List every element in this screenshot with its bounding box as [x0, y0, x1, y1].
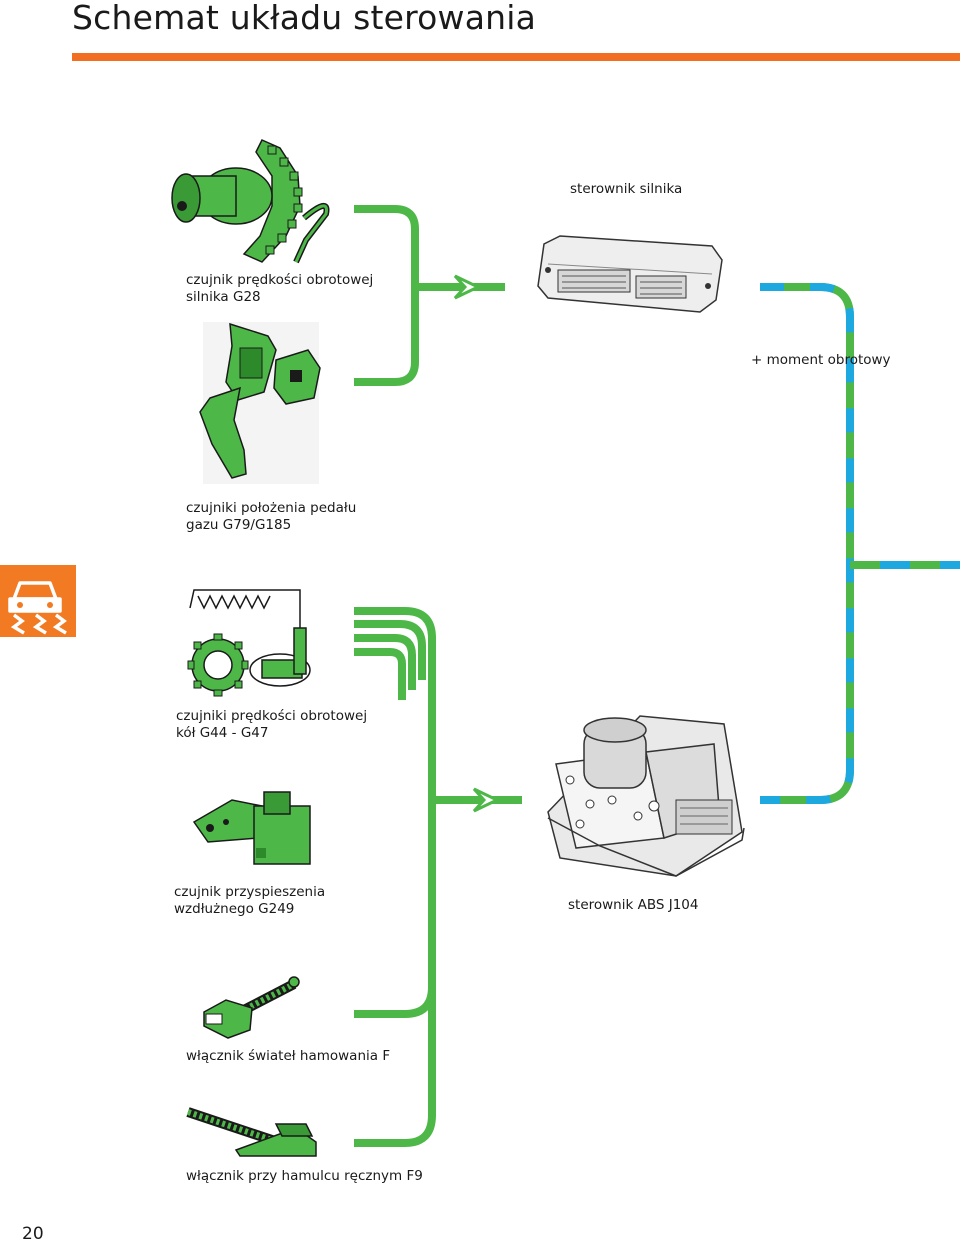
g28-label-line2: silnika G28 [186, 289, 261, 305]
car-skid-warning-icon [0, 565, 76, 637]
accelerator-pedal-icon [199, 322, 321, 484]
g79-label-line1: czujniki położenia pedału [186, 500, 357, 516]
crankshaft-speed-sensor-icon [171, 139, 330, 264]
g249-label: czujnik przyspieszenia wzdłużnego G249 [174, 884, 325, 918]
ecu-box-icon [537, 235, 723, 313]
handbrake-switch-icon [186, 1107, 317, 1157]
engine-input-lines [354, 205, 505, 386]
g79-label: czujniki położenia pedału gazu G79/G185 [186, 500, 356, 534]
page-number: 20 [22, 1224, 44, 1244]
abs-label: sterownik ABS J104 [568, 897, 699, 913]
abs-input-lines [354, 607, 522, 1147]
wheel-speed-sensor-icon [187, 589, 311, 697]
g79-label-line2: gazu G79/G185 [186, 517, 292, 533]
handbrake-label: włącznik przy hamulcu ręcznym F9 [186, 1168, 423, 1184]
g44-label-line1: czujniki prędkości obrotowej [176, 708, 368, 724]
torque-label: + moment obrotowy [751, 352, 891, 368]
engine-ecu-arrow-icon [453, 274, 482, 300]
g249-label-line2: wzdłużnego G249 [174, 901, 295, 917]
brake-light-label: włącznik świateł hamowania F [186, 1048, 391, 1064]
abs-unit-icon [547, 715, 745, 877]
title-rule [72, 53, 960, 61]
g28-label-line1: czujnik prędkości obrotowej [186, 272, 374, 288]
page-title: Schemat układu sterowania [72, 0, 537, 37]
can-bus-line [760, 283, 960, 804]
brake-light-switch-icon [203, 976, 300, 1039]
engine-ecu-label: sterownik silnika [570, 181, 683, 197]
acceleration-sensor-icon [192, 791, 311, 865]
g249-label-line1: czujnik przyspieszenia [174, 884, 326, 900]
g44-label: czujniki prędkości obrotowej kół G44 - G… [176, 708, 367, 742]
g44-label-line2: kół G44 - G47 [176, 725, 269, 741]
abs-arrow-icon [472, 787, 501, 813]
g28-label: czujnik prędkości obrotowej silnika G28 [186, 272, 373, 306]
